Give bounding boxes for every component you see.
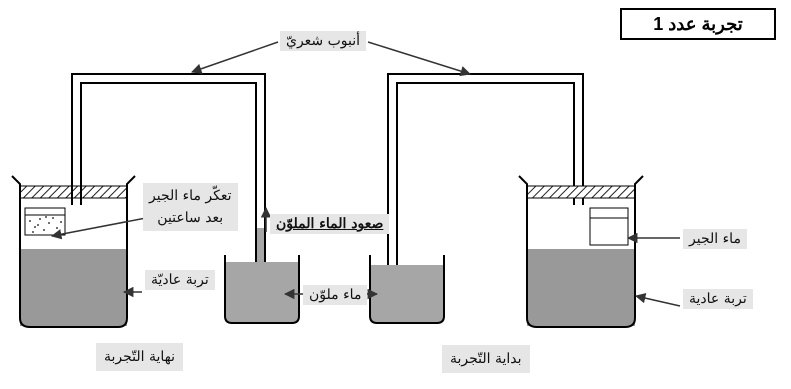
- arrow-capillary-left: [191, 41, 279, 74]
- label-normal-soil-left: تربة عاديّة: [145, 270, 215, 290]
- pointer-arrows: [50, 41, 681, 307]
- experiment-title: تجربة عدد 1: [620, 8, 776, 40]
- arrow-soil-right: [634, 292, 681, 307]
- label-cloudy-limewater-line2: بعد ساعتين: [157, 210, 224, 226]
- label-colored-water: ماء ملوّن: [303, 285, 368, 305]
- right-colored-water-beaker: [369, 255, 445, 324]
- label-start-of-experiment: بداية التّجربة: [442, 345, 530, 373]
- left-limewater-cup-cloudy: [24, 207, 66, 236]
- label-normal-soil-right: تربة عادية: [683, 289, 753, 309]
- arrow-cloudy-limewater: [50, 217, 147, 240]
- right-soil-beaker: [518, 175, 644, 328]
- label-limewater: ماء الجير: [683, 229, 747, 249]
- label-cloudy-limewater-line1: تعكّر ماء الجير: [149, 188, 232, 204]
- label-cloudy-limewater: تعكّر ماء الجير بعد ساعتين: [143, 183, 238, 231]
- left-capillary-tube: [71, 73, 266, 275]
- label-capillary-tube: أنبوب شعريّ: [280, 31, 367, 51]
- label-end-of-experiment: نهاية التّجربة: [96, 343, 184, 371]
- arrow-capillary-right: [367, 41, 472, 77]
- label-colored-water-rise: صعود الماء الملوّن: [270, 214, 390, 234]
- right-limewater-cup-clear: [589, 207, 629, 246]
- left-colored-water-beaker: [224, 228, 300, 324]
- right-capillary-tube: [387, 73, 584, 275]
- left-soil-beaker: [11, 175, 136, 328]
